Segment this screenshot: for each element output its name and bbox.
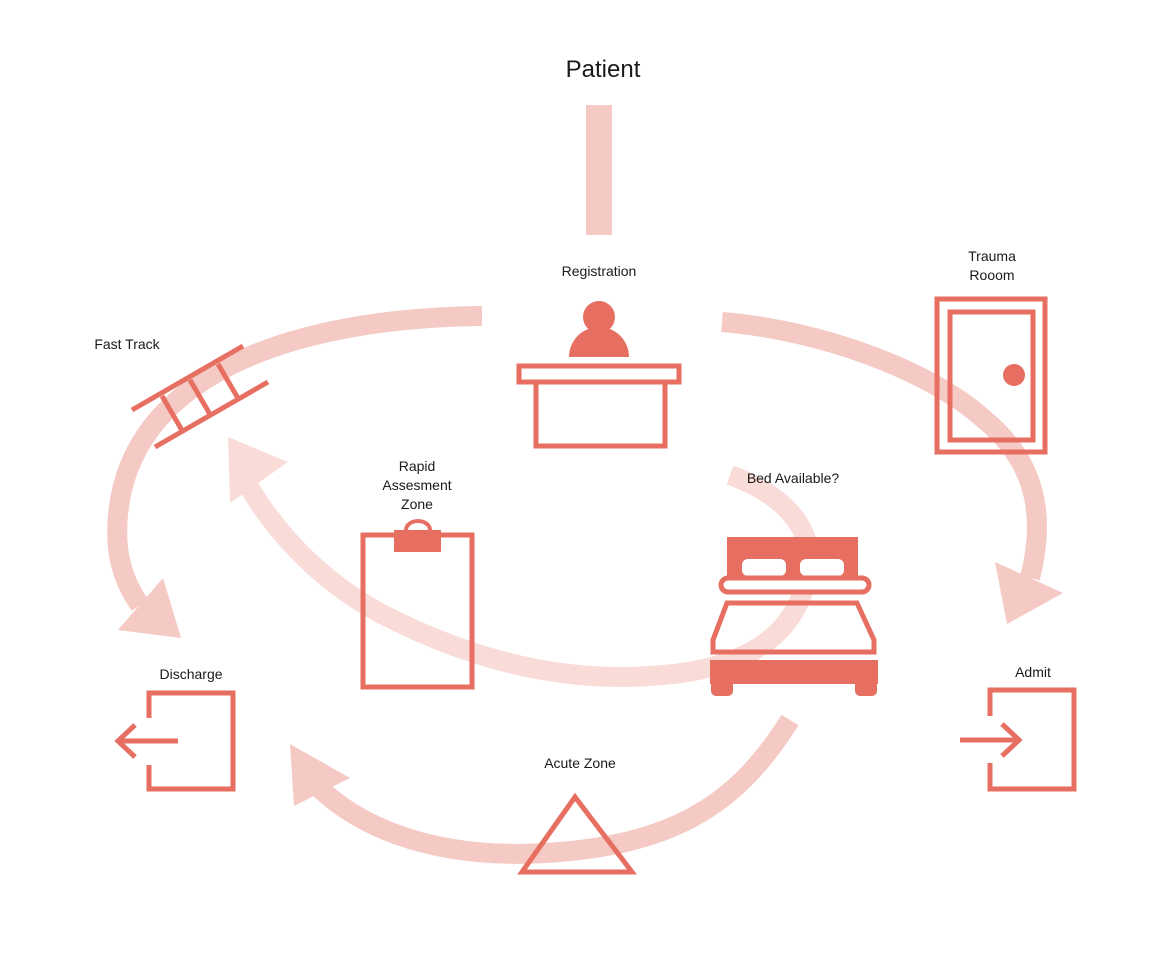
exit-icon bbox=[114, 690, 236, 792]
arrow-registration-to-discharge-shaft bbox=[107, 306, 483, 611]
arrow-bed-loop-head bbox=[228, 437, 288, 503]
trauma-room-label: Trauma Rooom bbox=[942, 247, 1042, 285]
registration-label: Registration bbox=[561, 263, 637, 279]
triangle-icon bbox=[517, 792, 638, 875]
acute-zone-label: Acute Zone bbox=[544, 755, 616, 771]
flow-arrows bbox=[107, 105, 1063, 864]
arrow-registration-to-admit-shaft bbox=[721, 312, 1047, 581]
arrow-registration-to-admit-head bbox=[995, 562, 1063, 624]
arrow-acute-to-discharge-head bbox=[290, 744, 350, 806]
reception-desk-icon bbox=[516, 301, 682, 449]
arrow-registration-to-discharge-head bbox=[118, 578, 181, 638]
trauma-room-label-line2: Rooom bbox=[969, 267, 1015, 283]
bed-icon bbox=[710, 537, 878, 696]
patient-entry-bar bbox=[586, 105, 612, 235]
arrow-acute-to-discharge-shaft bbox=[305, 714, 799, 864]
discharge-label: Discharge bbox=[159, 666, 223, 682]
enter-icon bbox=[960, 687, 1077, 792]
admit-label: Admit bbox=[1015, 664, 1051, 680]
rapid-assessment-label-line2: Assesment bbox=[382, 477, 452, 493]
trauma-room-label-line1: Trauma bbox=[968, 248, 1016, 264]
clipboard-icon bbox=[360, 519, 475, 690]
bed-available-label: Bed Available? bbox=[746, 470, 840, 486]
rapid-assessment-label: Rapid Assesment Zone bbox=[367, 457, 467, 514]
rapid-assessment-label-line3: Zone bbox=[401, 496, 433, 512]
ladder-icon bbox=[130, 343, 270, 450]
arrow-bed-loop-shaft bbox=[236, 465, 819, 687]
fast-track-label: Fast Track bbox=[94, 336, 160, 352]
diagram-title: Patient bbox=[565, 56, 641, 83]
rapid-assessment-label-line1: Rapid bbox=[398, 458, 436, 474]
door-icon bbox=[934, 296, 1048, 455]
